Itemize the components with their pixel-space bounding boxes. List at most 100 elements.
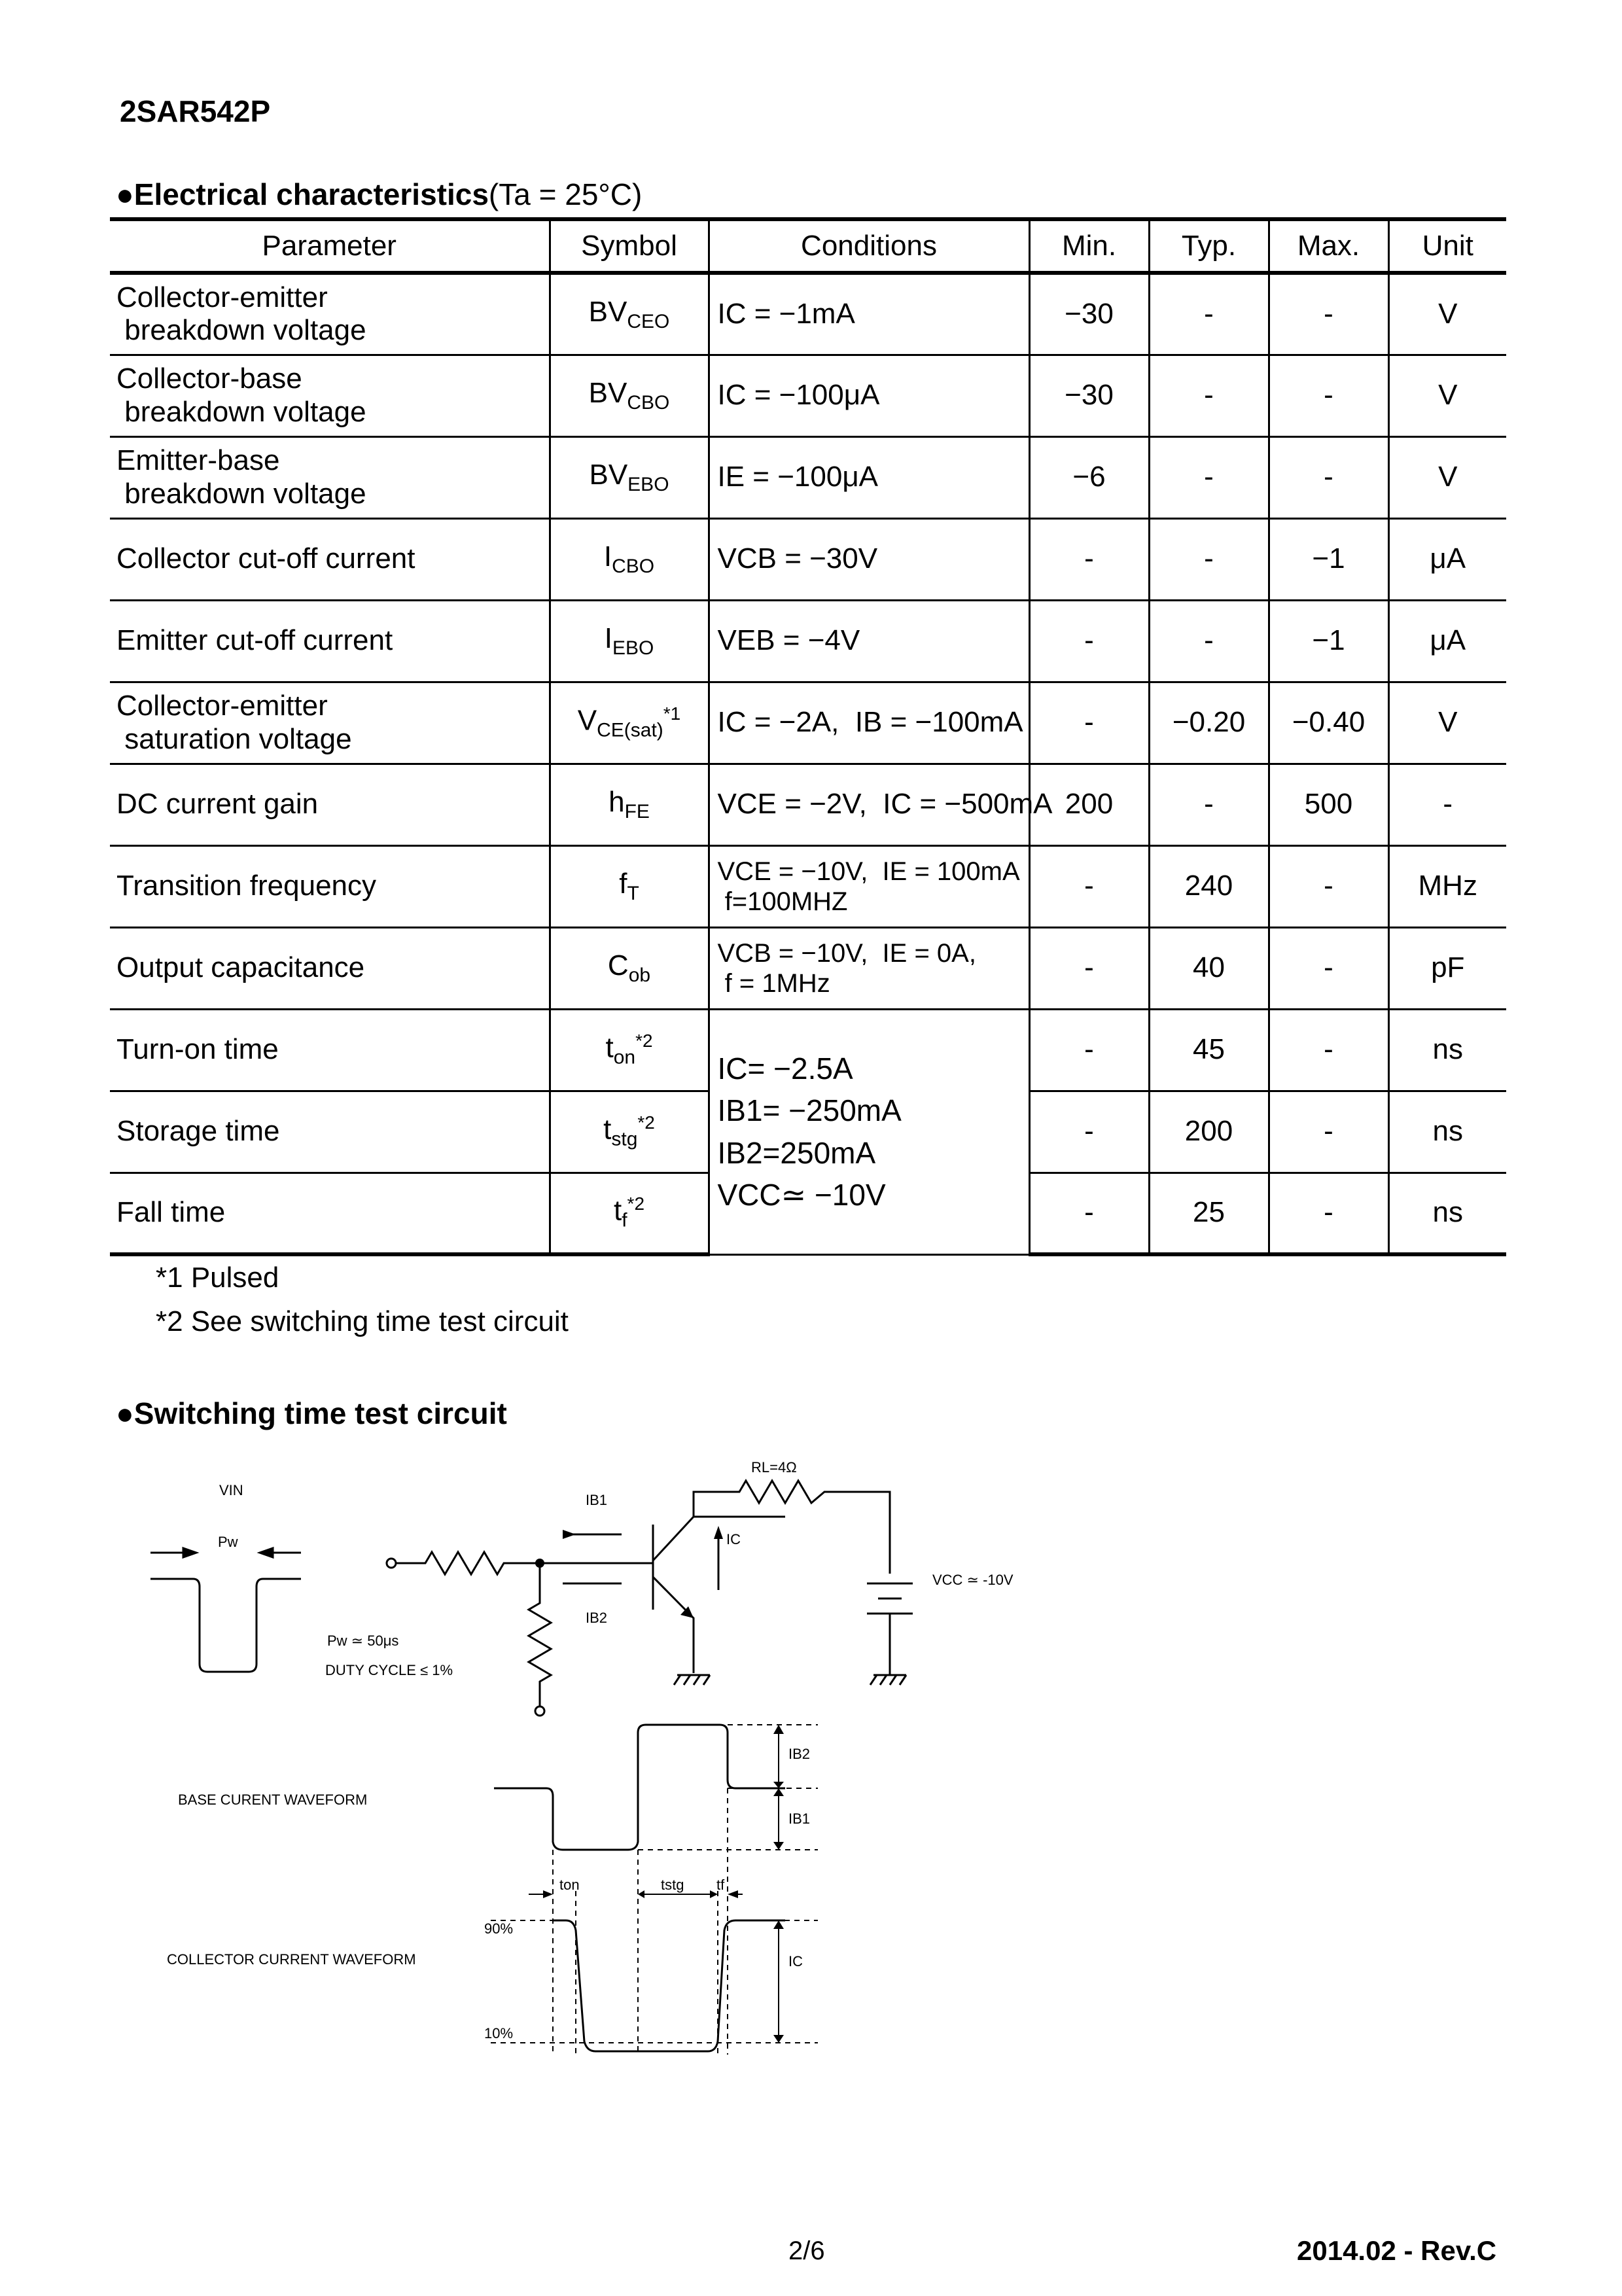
typ-cell: - <box>1148 764 1269 847</box>
section-condition: (Ta = 25°C) <box>488 177 643 211</box>
input-pulse <box>150 1578 301 1673</box>
symbol-cell: tstg*2 <box>548 1091 709 1174</box>
parameter-cell: Output capacitance <box>110 927 550 1010</box>
pw-arrows <box>182 1546 274 1559</box>
min-cell: - <box>1028 518 1149 601</box>
unit-cell: V <box>1387 355 1506 438</box>
symbol-cell: BVCBO <box>548 355 709 438</box>
page-number: 2/6 <box>788 2236 825 2265</box>
typ-cell: 40 <box>1148 927 1269 1010</box>
conditions-cell: IC = −1mA <box>707 273 1029 356</box>
tstg-label: tstg <box>661 1877 684 1893</box>
rl-label: RL=4Ω <box>751 1459 797 1475</box>
column-header: Max. <box>1267 217 1388 275</box>
unit-cell: ns <box>1387 1173 1506 1256</box>
collector-current-waveform <box>553 1919 785 2053</box>
symbol-cell: ICBO <box>548 518 709 601</box>
electrical-characteristics-heading: ●Electrical characteristics(Ta = 25°C) <box>116 177 642 212</box>
collector-waveform-label: COLLECTOR CURRENT WAVEFORM <box>167 1951 416 1968</box>
max-cell: - <box>1267 845 1388 928</box>
current-arrows <box>563 1533 720 1590</box>
symbol-cell: ton*2 <box>548 1009 709 1092</box>
min-cell: - <box>1028 927 1149 1010</box>
unit-cell: μA <box>1387 518 1506 601</box>
typ-cell: - <box>1148 436 1269 520</box>
vcc-label: VCC ≃ -10V <box>932 1572 1014 1588</box>
dimension-arrows <box>529 1727 779 2040</box>
symbol-cell: BVCEO <box>548 273 709 356</box>
base-resistor <box>527 1563 553 1708</box>
parameter-cell: Collector cut-off current <box>110 518 550 601</box>
base-current-waveform <box>494 1723 785 1851</box>
max-cell: - <box>1267 927 1388 1010</box>
max-cell: - <box>1267 1173 1388 1256</box>
part-number: 2SAR542P <box>120 94 271 128</box>
symbol-cell: fT <box>548 845 709 928</box>
ic-wave-label: IC <box>788 1953 803 1969</box>
conditions-cell: VCE = −2V, IC = −500mA <box>707 764 1053 847</box>
column-header: Symbol <box>548 217 709 275</box>
max-cell: 500 <box>1267 764 1388 847</box>
min-cell: −6 <box>1028 436 1149 520</box>
unit-cell: μA <box>1387 600 1506 683</box>
parameter-cell: Emitter-base breakdown voltage <box>110 436 550 520</box>
min-cell: - <box>1028 1173 1149 1256</box>
typ-cell: 25 <box>1148 1173 1269 1256</box>
typ-cell: 240 <box>1148 845 1269 928</box>
unit-cell: V <box>1387 682 1506 765</box>
parameter-cell: Transition frequency <box>110 845 550 928</box>
conditions-cell: IC = −100μA <box>707 355 1029 438</box>
base-waveform-label: BASE CURENT WAVEFORM <box>178 1792 367 1808</box>
vin-label: VIN <box>219 1482 243 1498</box>
duty-cycle: DUTY CYCLE ≤ 1% <box>325 1662 453 1678</box>
ground-terminal <box>534 1705 546 1717</box>
parameter-cell: Turn-on time <box>110 1009 550 1092</box>
pw-label: Pw <box>218 1534 238 1550</box>
waveform-guides <box>491 1724 818 2055</box>
switching-circuit-heading: ●Switching time test circuit <box>116 1396 507 1431</box>
conditions-cell: IE = −100μA <box>707 436 1029 520</box>
typ-cell: −0.20 <box>1148 682 1269 765</box>
max-cell: −0.40 <box>1267 682 1388 765</box>
min-cell: −30 <box>1028 355 1149 438</box>
symbol-cell: tf*2 <box>548 1173 709 1256</box>
parameter-cell: Collector-emitter saturation voltage <box>110 682 550 765</box>
revision: 2014.02 - Rev.C <box>1297 2235 1497 2266</box>
column-header: Parameter <box>110 217 550 275</box>
unit-cell: V <box>1387 436 1506 520</box>
bullet: ● <box>116 1396 134 1430</box>
ib1-label: IB1 <box>586 1492 607 1508</box>
parameter-cell: Storage time <box>110 1091 550 1174</box>
typ-cell: - <box>1148 273 1269 356</box>
conditions-cell: IC = −2A, IB = −100mA <box>707 682 1029 765</box>
typ-cell: 45 <box>1148 1009 1269 1092</box>
parameter-cell: Emitter cut-off current <box>110 600 550 683</box>
section-title: Electrical characteristics <box>133 177 489 211</box>
input-resistor <box>395 1550 653 1576</box>
pw-value: Pw ≃ 50μs <box>327 1633 398 1649</box>
percent-90: 90% <box>484 1920 513 1937</box>
unit-cell: pF <box>1387 927 1506 1010</box>
symbol-cell: VCE(sat)*1 <box>548 682 709 765</box>
parameter-cell: Collector-base breakdown voltage <box>110 355 550 438</box>
min-cell: - <box>1028 600 1149 683</box>
column-header: Unit <box>1387 217 1506 275</box>
min-cell: - <box>1028 1091 1149 1174</box>
input-terminal <box>385 1557 397 1569</box>
note-switching: *2 See switching time test circuit <box>156 1305 569 1337</box>
junction-dot <box>535 1559 544 1568</box>
typ-cell: 200 <box>1148 1091 1269 1174</box>
symbol-cell: hFE <box>548 764 709 847</box>
min-cell: - <box>1028 682 1149 765</box>
